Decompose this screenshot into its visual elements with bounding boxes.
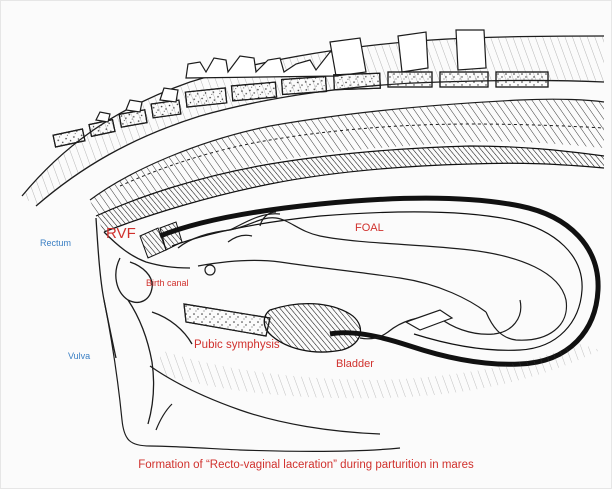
- foal-hooves: [140, 222, 182, 258]
- figure-caption: Formation of “Recto-vaginal laceration” …: [0, 460, 612, 472]
- pubic-symphysis-bone: [184, 304, 270, 336]
- label-rvf: RVF: [106, 226, 136, 241]
- label-bladder: Bladder: [336, 359, 374, 370]
- label-foal: FOAL: [355, 223, 384, 234]
- label-pubic-symphysis: Pubic symphysis: [194, 340, 280, 352]
- label-birth-canal: Birth canal: [146, 279, 189, 288]
- ventral-abdomen: [160, 344, 600, 398]
- label-rectum: Rectum: [40, 239, 71, 248]
- label-vulva: Vulva: [68, 352, 90, 361]
- perineum-vulva: [96, 218, 192, 424]
